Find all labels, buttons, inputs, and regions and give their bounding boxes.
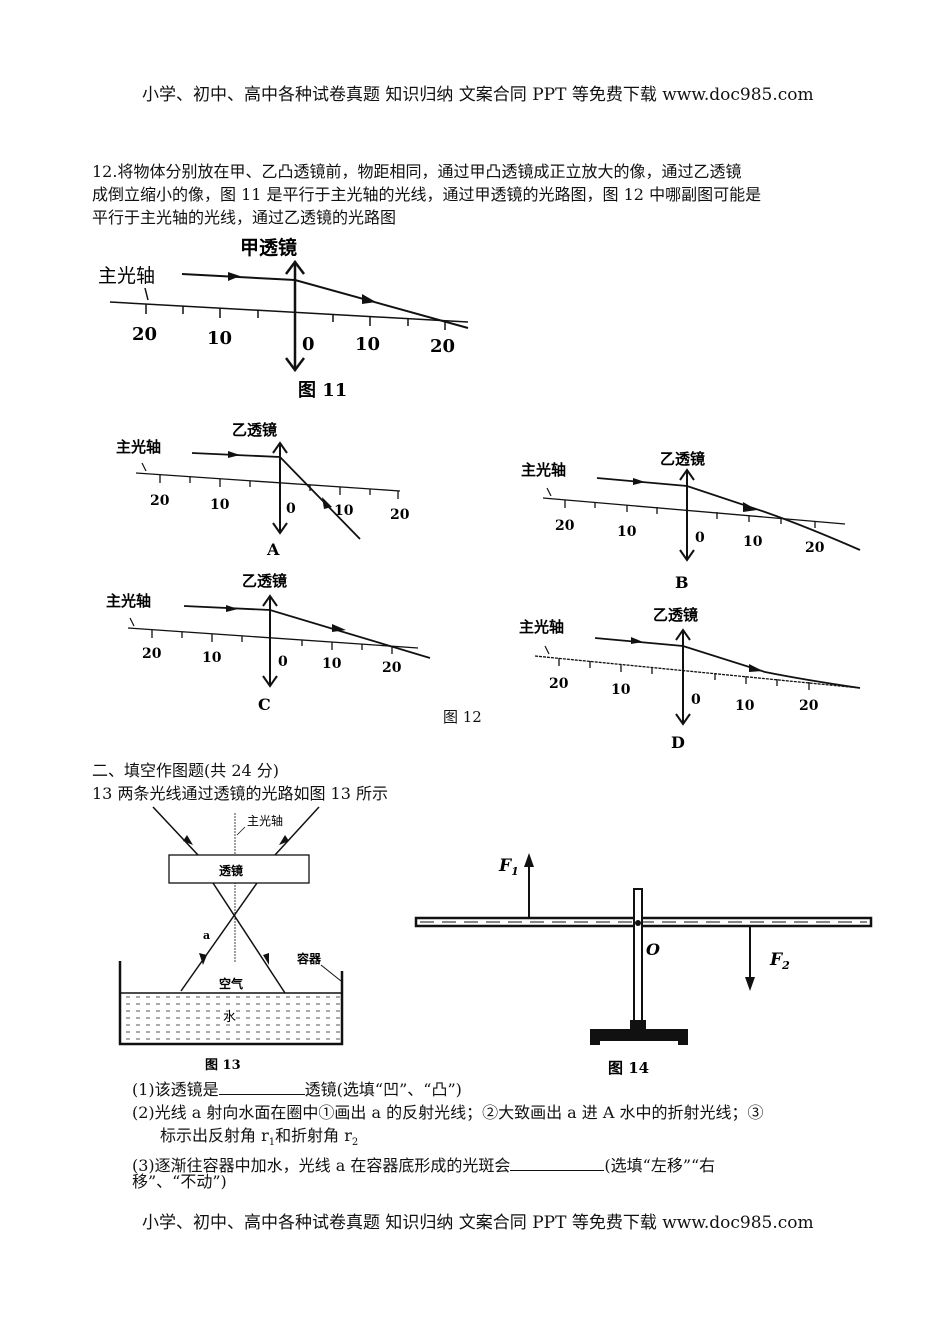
figure-13-caption: 图 13 (205, 1058, 241, 1073)
svg-text:0: 0 (278, 654, 288, 670)
answer-blank-3[interactable] (510, 1154, 605, 1172)
svg-text:20: 20 (142, 646, 162, 662)
panel-letter-a: A (266, 540, 280, 559)
q13-sub-3: (3)逐渐往容器中加水，光线 a 在容器底形成的光斑会(选填“左移”“右 (132, 1154, 716, 1176)
principal-axis (109, 301, 469, 323)
figure-12-panel-d: 乙透镜 主光轴 20 10 0 10 20 D (519, 606, 861, 752)
container (118, 961, 344, 1046)
figure-14-caption: 图 14 (608, 1059, 649, 1077)
pivot-label: O (646, 940, 660, 959)
light-ray (181, 273, 469, 329)
stand-base (590, 1029, 688, 1041)
q13-sub-3-cont: 移”、“不动”) (132, 1172, 227, 1191)
figure-12-panel-a: 乙透镜 主光轴 20 10 0 10 20 A (116, 421, 410, 559)
svg-text:20: 20 (390, 507, 410, 523)
svg-text:透镜: 透镜 (219, 863, 243, 878)
q13-sub-2-cont: 标示出反射角 r1和折射角 r2 (160, 1126, 359, 1149)
svg-text:10: 10 (611, 682, 631, 698)
svg-text:主光轴: 主光轴 (247, 813, 283, 828)
svg-text:主光轴: 主光轴 (116, 438, 161, 456)
axis-label: 主光轴 (98, 265, 155, 287)
svg-text:20: 20 (150, 493, 170, 509)
svg-text:10: 10 (322, 656, 342, 672)
panel-letter-b: B (675, 573, 689, 590)
svg-text:乙透镜: 乙透镜 (660, 450, 705, 468)
svg-text:10: 10 (617, 524, 637, 540)
figure-14: F1 O F2 图 14 (414, 853, 873, 1077)
svg-text:20: 20 (555, 518, 575, 534)
question-12: 12.将物体分别放在甲、乙凸透镜前，物距相同，通过甲凸透镜成正立放大的像，通过乙… (92, 160, 892, 229)
figure-12-panel-c: 乙透镜 主光轴 20 10 0 10 20 C (106, 572, 431, 714)
panel-letter-d: D (671, 733, 685, 752)
page-footer: 小学、初中、高中各种试卷真题 知识归纳 文案合同 PPT 等免费下载 www.d… (142, 1213, 814, 1233)
svg-text:20: 20 (382, 660, 402, 676)
svg-text:乙透镜: 乙透镜 (653, 606, 698, 624)
support-post (633, 888, 643, 1028)
lens-label: 甲透镜 (240, 236, 297, 259)
force-f2-label: F2 (769, 950, 790, 972)
svg-text:乙透镜: 乙透镜 (242, 572, 287, 590)
svg-text:10: 10 (355, 334, 380, 355)
svg-text:水: 水 (223, 1010, 236, 1025)
svg-text:0: 0 (286, 501, 296, 517)
svg-text:20: 20 (132, 324, 157, 345)
svg-text:20: 20 (799, 698, 819, 714)
svg-text:10: 10 (334, 503, 354, 519)
ray-a-label: a (203, 929, 210, 942)
svg-text:10: 10 (210, 497, 230, 513)
svg-text:10: 10 (202, 650, 222, 666)
svg-text:20: 20 (805, 540, 825, 556)
q13-sub-2: (2)光线 a 射向水面在圈中①画出 a 的反射光线；②大致画出 a 进 A 水… (132, 1103, 764, 1122)
question-13-title: 13 两条光线通过透镜的光路如图 13 所示 (92, 784, 388, 803)
svg-text:20: 20 (549, 676, 569, 692)
figure-12-caption: 图 12 (443, 708, 482, 726)
svg-text:主光轴: 主光轴 (521, 461, 566, 479)
q12-line-3: 平行于主光轴的光线，通过乙透镜的光路图 (92, 208, 397, 227)
figure-11: 甲透镜 主光轴 20 10 0 10 20 图 11 (98, 236, 469, 401)
q13-subquestions: (1)该透镜是透镜(选填“凹”、“凸”) (2)光线 a 射向水面在圈中①画出 … (132, 1078, 882, 1177)
lens-box (168, 854, 310, 884)
svg-text:主光轴: 主光轴 (519, 618, 564, 636)
section-2-title: 二、填空作图题(共 24 分) (92, 761, 280, 780)
figure-13: 主光轴 透镜 a 容器 空气 水 图 13 (118, 806, 344, 1073)
svg-text:20: 20 (430, 336, 455, 357)
q12-line-2: 成倒立缩小的像，图 11 是平行于主光轴的光线，通过甲透镜的光路图，图 12 中… (92, 185, 762, 204)
q13-sub-1: (1)该透镜是透镜(选填“凹”、“凸”) (132, 1078, 462, 1099)
q12-line-1: 12.将物体分别放在甲、乙凸透镜前，物距相同，通过甲凸透镜成正立放大的像，通过乙… (92, 162, 742, 181)
svg-text:10: 10 (207, 328, 232, 349)
figure-11-caption: 图 11 (298, 380, 347, 401)
figure-12-panel-b: 乙透镜 主光轴 20 10 0 10 20 B (521, 450, 861, 590)
svg-text:0: 0 (695, 530, 705, 546)
svg-text:0: 0 (691, 692, 701, 708)
svg-text:空气: 空气 (219, 976, 243, 991)
answer-blank-1[interactable] (218, 1078, 305, 1095)
panel-letter-c: C (258, 695, 271, 714)
svg-text:容器: 容器 (296, 951, 322, 966)
page-header: 小学、初中、高中各种试卷真题 知识归纳 文案合同 PPT 等免费下载 www.d… (142, 85, 814, 105)
svg-text:主光轴: 主光轴 (106, 592, 151, 610)
force-f1-label: F1 (498, 856, 519, 878)
svg-text:乙透镜: 乙透镜 (232, 421, 277, 439)
svg-text:10: 10 (743, 534, 763, 550)
svg-text:0: 0 (302, 334, 315, 355)
svg-text:10: 10 (735, 698, 755, 714)
